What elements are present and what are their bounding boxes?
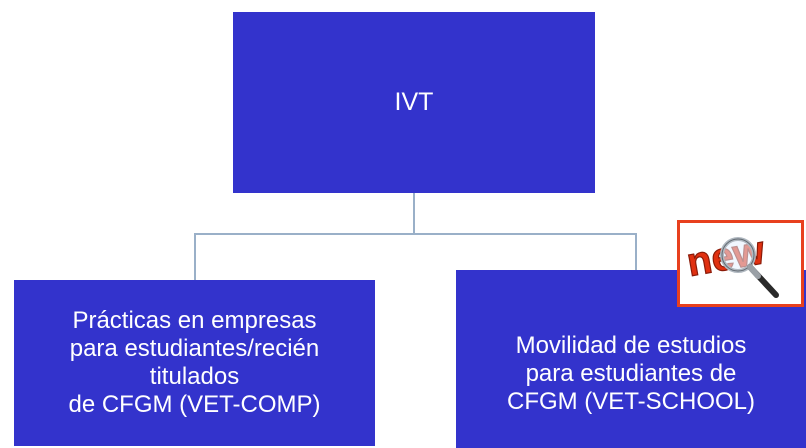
magnifier-icon xyxy=(720,237,779,298)
new-badge-graphic: new xyxy=(683,227,779,298)
root-node-label: IVT xyxy=(394,88,434,116)
child-node-vet-comp: Prácticas en empresas para estudiantes/r… xyxy=(14,280,375,446)
child-node-vet-school-label: Movilidad de estudios para estudiantes d… xyxy=(506,332,755,415)
new-badge: new xyxy=(677,220,804,307)
root-node: IVT xyxy=(233,12,595,193)
child-node-vet-comp-label: Prácticas en empresas para estudiantes/r… xyxy=(68,307,321,418)
